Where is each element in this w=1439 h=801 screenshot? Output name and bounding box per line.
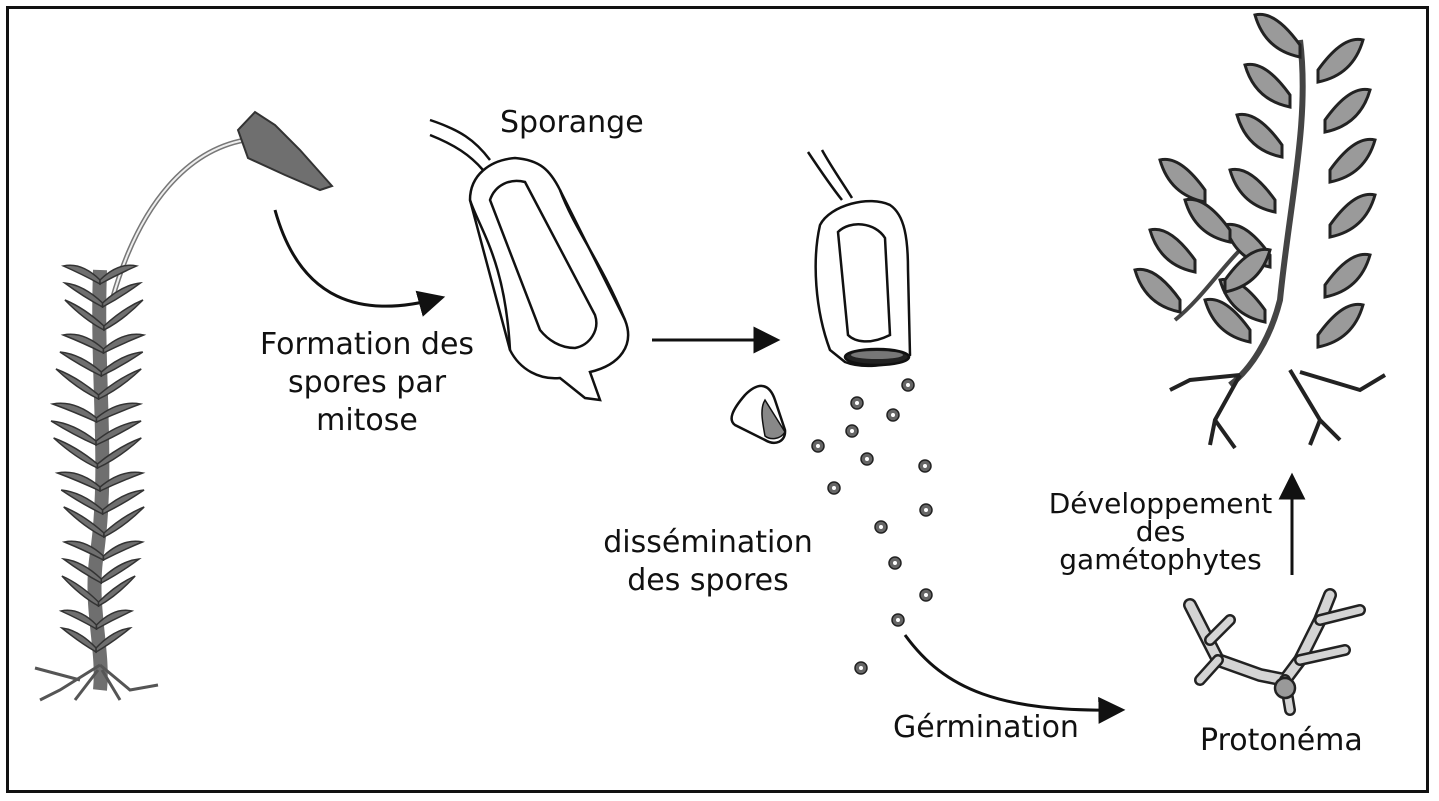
germination-label: Gérmination (893, 710, 1079, 745)
protonema (1183, 588, 1366, 716)
sporophyte-plant (34, 110, 334, 702)
gametophyte-leaves (1133, 12, 1377, 349)
dissemination-label: dissémination des spores (598, 524, 818, 600)
protonema-label: Protonéma (1200, 723, 1363, 758)
formation-line-2: spores par (287, 365, 447, 400)
spores (811, 378, 933, 675)
development-line-3: gamétophytes (1059, 543, 1262, 576)
development-label: Développement des gamétophytes (1038, 490, 1283, 574)
arrow-germination (903, 634, 1126, 724)
open-capsule (806, 149, 912, 368)
formation-line-3: mitose (316, 403, 418, 438)
gametophyte (1133, 12, 1387, 450)
sporangium (429, 118, 630, 402)
arrow-formation (273, 209, 446, 317)
formation-line-1: Formation des (259, 327, 475, 362)
sporange-label: Sporange (500, 105, 644, 140)
development-line-1: Développement (1048, 487, 1273, 520)
dissemination-line-2: des spores (627, 563, 789, 598)
dissemination-line-1: dissémination (603, 525, 813, 560)
sporophyte-leaves (49, 264, 147, 654)
formation-label: Formation des spores par mitose (252, 326, 482, 440)
development-line-2: des (1135, 515, 1186, 548)
